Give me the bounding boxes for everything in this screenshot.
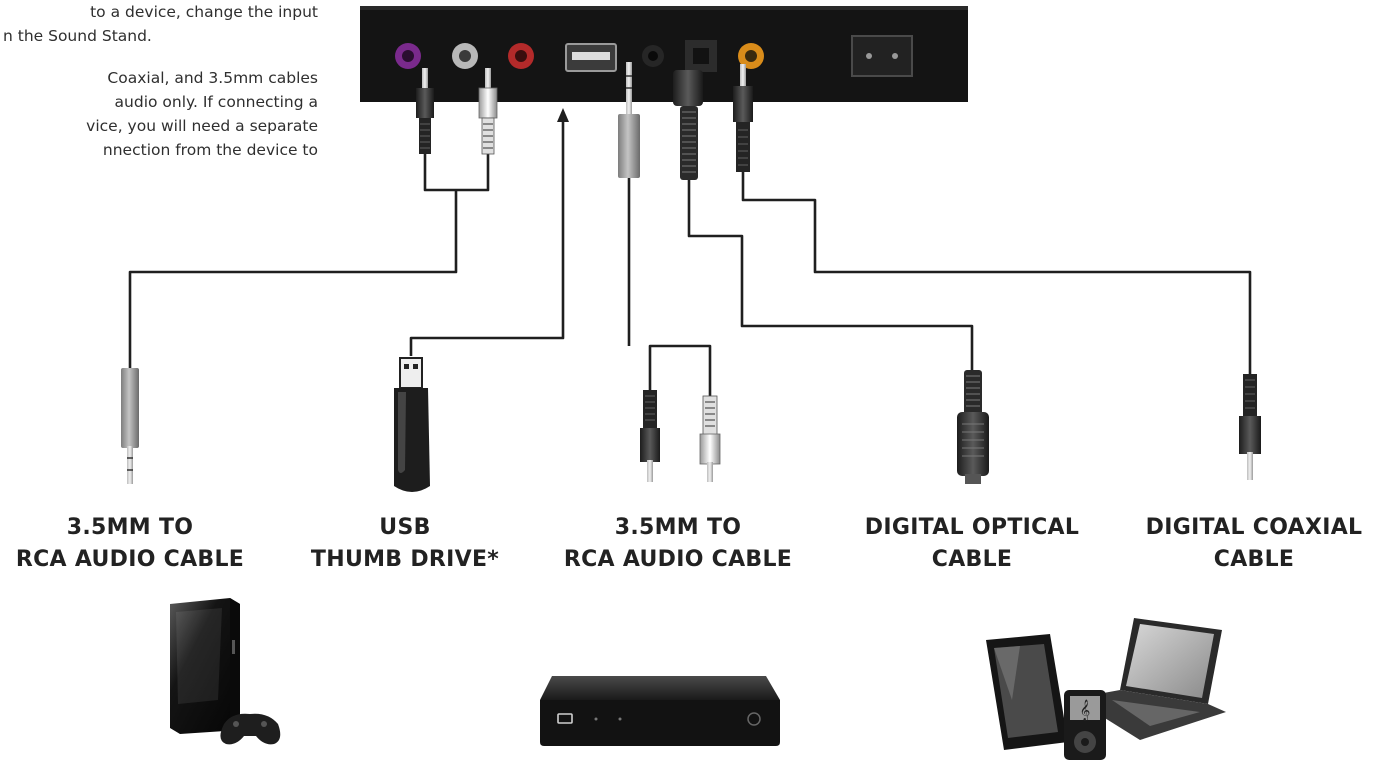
35mm-plug-top: [618, 62, 640, 178]
label-line-2: CABLE: [1213, 547, 1295, 572]
cable-usb: [409, 120, 565, 356]
cable-optical: [687, 180, 974, 372]
cable-label-usb-thumb-drive: USB THUMB DRIVE*: [311, 512, 499, 576]
label-line-2: RCA AUDIO CABLE: [563, 547, 793, 572]
purple-rca-jack: [395, 43, 421, 69]
rca-plug-dark-bottom: [640, 390, 660, 482]
intro-text: to a device, change the input n the Soun…: [0, 0, 318, 162]
power-port: [851, 35, 913, 77]
intro-line: vice, you will need a separate: [86, 117, 318, 135]
intro-line: Coaxial, and 3.5mm cables: [107, 69, 318, 87]
label-line-1: DIGITAL COAXIAL: [1145, 515, 1363, 540]
label-line-1: DIGITAL OPTICAL: [864, 515, 1080, 540]
music-player-icon: 𝄞: [1064, 690, 1106, 760]
white-rca-jack: [452, 43, 478, 69]
label-line-2: CABLE: [931, 547, 1013, 572]
label-line-2: RCA AUDIO CABLE: [15, 547, 245, 572]
cables: [128, 120, 1252, 398]
intro-line: nnection from the device to: [102, 141, 318, 159]
label-line-1: 3.5MM TO: [66, 515, 194, 540]
tablet-icon: [986, 634, 1068, 750]
coaxial-jack: [738, 43, 764, 69]
music-note-icon: 𝄞: [1080, 700, 1091, 721]
intro-line: to a device, change the input: [90, 3, 318, 21]
intro-line: n the Sound Stand.: [3, 27, 152, 45]
coaxial-plug-top: [733, 64, 753, 172]
mobile-devices-icon: 𝄞: [986, 618, 1226, 760]
cable-coaxial: [741, 172, 1252, 376]
label-line-2: THUMB DRIVE*: [310, 547, 500, 572]
35mm-plug-bottom: [121, 368, 139, 484]
red-rca-jack: [508, 43, 534, 69]
cable-label-digital-optical: DIGITAL OPTICAL CABLE: [865, 512, 1079, 576]
cable-label-digital-coaxial: DIGITAL COAXIAL CABLE: [1146, 512, 1363, 576]
cable-35mm-to-rca-middle: [627, 178, 712, 398]
intro-line: audio only. If connecting a: [114, 93, 318, 111]
rca-plug-white-top: [478, 68, 498, 155]
optical-plug-bottom: [957, 370, 989, 484]
optical-plug-top: [673, 70, 703, 180]
set-top-box-icon: [540, 676, 780, 746]
aux-jack: [642, 45, 664, 67]
rca-plug-white-bottom: [699, 395, 721, 482]
game-console-icon: [170, 598, 281, 745]
label-line-1: 3.5MM TO: [614, 515, 742, 540]
usb-arrow-icon: [557, 108, 569, 122]
optical-port: [685, 40, 717, 72]
cable-label-35mm-to-rca-1: 3.5MM TO RCA AUDIO CABLE: [16, 512, 244, 576]
label-line-1: USB: [379, 515, 431, 540]
usb-thumb-drive-icon: [394, 357, 430, 492]
sound-stand-back-panel: [360, 6, 968, 102]
usb-port: [565, 43, 617, 72]
coaxial-plug-bottom: [1239, 374, 1261, 480]
cable-rca-to-35mm-left: [128, 150, 490, 368]
cable-label-35mm-to-rca-2: 3.5MM TO RCA AUDIO CABLE: [564, 512, 792, 576]
rca-plug-dark-top: [416, 68, 434, 154]
laptop-icon: [1092, 618, 1226, 740]
